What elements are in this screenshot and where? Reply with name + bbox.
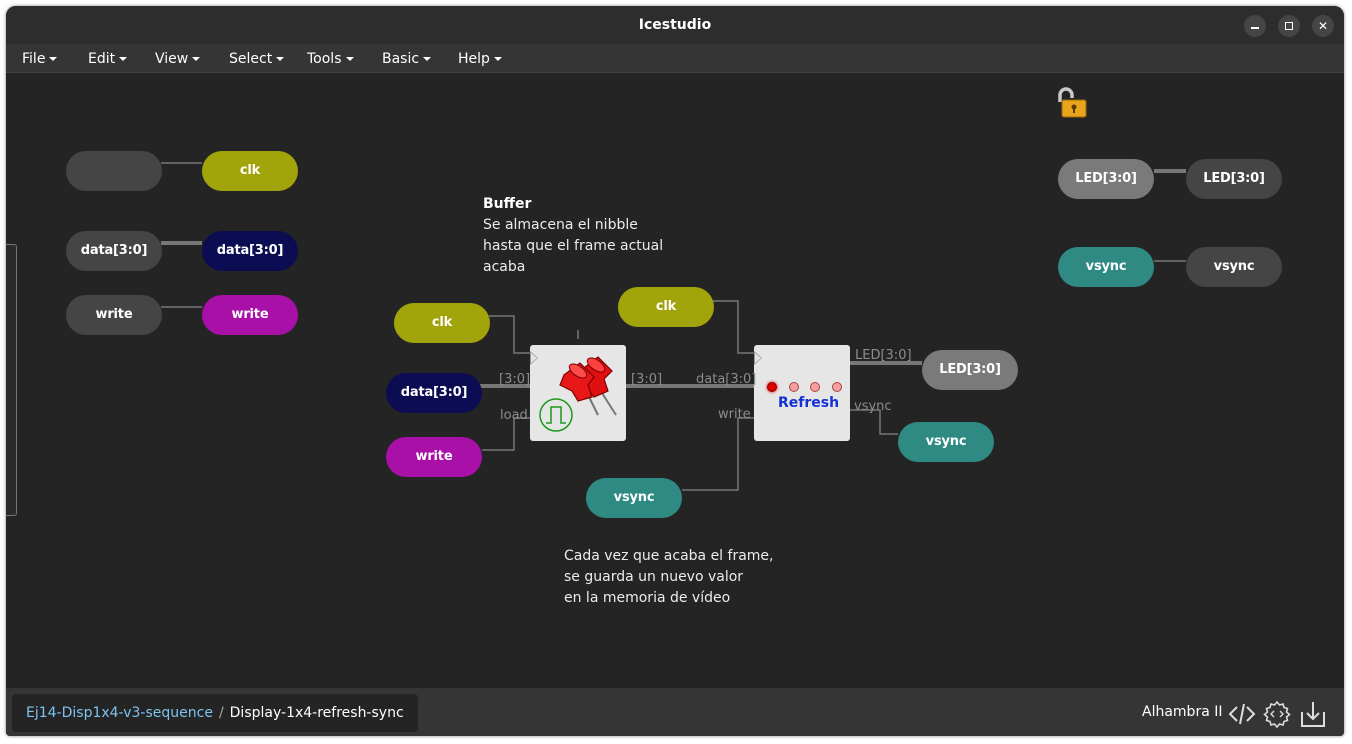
- menu-tools[interactable]: Tools: [307, 51, 354, 67]
- minimize-button[interactable]: [1244, 15, 1266, 37]
- note-bottom[interactable]: Cada vez que acaba el frame, se guarda u…: [564, 546, 773, 609]
- port-label-data: data[3:0]: [696, 372, 757, 387]
- menu-bar: File Edit View Select Tools Basic Help: [6, 44, 1344, 73]
- port-label-led: LED[3:0]: [855, 348, 912, 363]
- breadcrumb-parent[interactable]: Ej14-Disp1x4-v3-sequence: [26, 705, 213, 721]
- register-block[interactable]: [530, 345, 626, 441]
- note-line: en la memoria de vídeo: [564, 590, 731, 606]
- maximize-button[interactable]: [1278, 15, 1300, 37]
- led-on-icon: [767, 382, 777, 392]
- caret-down-icon: [192, 57, 201, 61]
- menu-file[interactable]: File: [22, 51, 58, 67]
- minimize-icon: [1251, 27, 1259, 29]
- label-data[interactable]: data[3:0]: [386, 373, 482, 413]
- input-data-port[interactable]: data[3:0]: [66, 231, 162, 271]
- menu-basic[interactable]: Basic: [382, 51, 432, 67]
- breadcrumb-separator: /: [218, 705, 224, 721]
- menu-edit[interactable]: Edit: [88, 51, 128, 67]
- label-led[interactable]: LED[3:0]: [1058, 159, 1154, 199]
- caret-down-icon: [345, 57, 354, 61]
- status-bar: Ej14-Disp1x4-v3-sequence / Display-1x4-ref…: [6, 688, 1344, 736]
- note-line: hasta que el frame actual: [483, 238, 664, 254]
- port-label-write: write: [718, 407, 751, 422]
- led-off-icon: [789, 382, 799, 392]
- wire: [850, 409, 898, 435]
- side-panel-handle[interactable]: [6, 244, 17, 516]
- note-line: Cada vez que acaba el frame,: [564, 548, 774, 564]
- breadcrumb-current: Display-1x4-refresh-sync: [229, 705, 404, 721]
- led-off-icon: [832, 382, 842, 392]
- close-icon: ✕: [1317, 19, 1329, 33]
- design-canvas[interactable]: clk data[3:0] data[3:0] write write LED[…: [6, 74, 1344, 688]
- breadcrumb: Ej14-Disp1x4-v3-sequence / Display-1x4-ref…: [12, 694, 418, 732]
- pulse-icon: [539, 398, 573, 432]
- port-label-in: [3:0]: [499, 372, 531, 387]
- label-write[interactable]: write: [202, 295, 298, 335]
- download-icon[interactable]: [1299, 700, 1327, 728]
- menu-help[interactable]: Help: [458, 51, 502, 67]
- label-clk[interactable]: clk: [618, 287, 714, 327]
- note-buffer[interactable]: Buffer Se almacena el nibble hasta que e…: [483, 194, 663, 278]
- menu-view[interactable]: View: [155, 51, 201, 67]
- gear-icon[interactable]: [1263, 700, 1291, 728]
- code-icon[interactable]: [1228, 700, 1256, 728]
- input-write-port[interactable]: write: [66, 295, 162, 335]
- lock-open-icon[interactable]: [1054, 86, 1090, 120]
- wire: [682, 417, 754, 491]
- output-led-port[interactable]: LED[3:0]: [1186, 159, 1282, 199]
- label-clk[interactable]: clk: [202, 151, 298, 191]
- refresh-block-name: Refresh: [778, 395, 840, 411]
- label-clk[interactable]: clk: [394, 303, 490, 343]
- caret-down-icon: [423, 57, 432, 61]
- port-label-out: [3:0]: [631, 372, 663, 387]
- window-title: Icestudio: [638, 17, 712, 33]
- label-vsync[interactable]: vsync: [1058, 247, 1154, 287]
- menu-select[interactable]: Select: [229, 51, 285, 67]
- caret-down-icon: [493, 57, 502, 61]
- wire: [713, 300, 754, 354]
- label-vsync[interactable]: vsync: [586, 478, 682, 518]
- clock-port-icon: [754, 351, 762, 365]
- refresh-block[interactable]: Refresh: [754, 345, 850, 441]
- maximize-icon: [1285, 22, 1293, 30]
- wire: [482, 417, 530, 451]
- label-write[interactable]: write: [386, 437, 482, 477]
- output-vsync-port[interactable]: vsync: [1186, 247, 1282, 287]
- note-buffer-title: Buffer: [483, 196, 532, 212]
- label-vsync[interactable]: vsync: [898, 422, 994, 462]
- note-line: acaba: [483, 259, 526, 275]
- note-line: Se almacena el nibble: [483, 217, 638, 233]
- label-data[interactable]: data[3:0]: [202, 231, 298, 271]
- caret-down-icon: [49, 57, 58, 61]
- port-label-vsync: vsync: [854, 399, 892, 414]
- port-label-load: load: [500, 408, 528, 423]
- board-selector[interactable]: Alhambra II: [1142, 704, 1223, 720]
- title-bar: Icestudio ✕: [6, 6, 1344, 44]
- caret-down-icon: [276, 57, 285, 61]
- caret-down-icon: [119, 57, 128, 61]
- pushpin-icon: [559, 356, 617, 416]
- wire: [489, 315, 530, 354]
- app-window: Icestudio ✕ File Edit View Select Tools …: [6, 6, 1344, 736]
- close-button[interactable]: ✕: [1312, 15, 1334, 37]
- input-clk-port[interactable]: [66, 151, 162, 191]
- label-led[interactable]: LED[3:0]: [922, 350, 1018, 390]
- note-line: se guarda un nuevo valor: [564, 569, 744, 585]
- led-off-icon: [810, 382, 820, 392]
- clock-port-icon: [530, 351, 538, 365]
